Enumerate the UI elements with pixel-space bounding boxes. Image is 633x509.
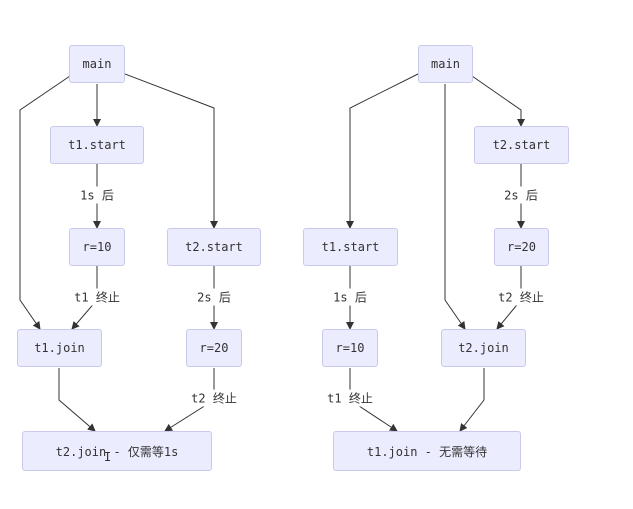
edge-label-2s-left: 2s 后 xyxy=(195,288,233,306)
node-t2-join-left: t2.join - 仅需等1s xyxy=(22,431,212,471)
node-r10-right: r=10 xyxy=(322,329,378,367)
edge-label-t2-end-right: t2 终止 xyxy=(496,288,546,306)
edge-label-1s-left: 1s 后 xyxy=(78,186,116,204)
node-r20-right: r=20 xyxy=(494,228,549,266)
edge-label-1s-right: 1s 后 xyxy=(331,288,369,306)
node-t1-join-left: t1.join xyxy=(17,329,102,367)
node-t1-start-left: t1.start xyxy=(50,126,144,164)
edge-t2join-t1join-right xyxy=(459,368,485,432)
node-r20-left: r=20 xyxy=(186,329,242,367)
edge-main-t2start-left xyxy=(124,73,218,229)
edge-label-t1-end-right: t1 终止 xyxy=(325,389,375,407)
node-t2-start-left: t2.start xyxy=(167,228,261,266)
node-t2-start-right: t2.start xyxy=(474,126,569,164)
edge-label-t2-end-left: t2 终止 xyxy=(189,389,239,407)
edge-main-t2start-right xyxy=(471,75,525,127)
node-t2-join-right: t2.join xyxy=(441,329,526,367)
text-cursor-icon: I xyxy=(104,450,112,464)
edge-main-t1join-left xyxy=(19,75,71,330)
edge-label-t1-end-left: t1 终止 xyxy=(72,288,122,306)
node-t1-join-right: t1.join - 无需等待 xyxy=(333,431,521,471)
node-t1-start-right: t1.start xyxy=(303,228,398,266)
edge-t1join-t2join-left xyxy=(58,368,96,432)
node-main-right: main xyxy=(418,45,473,83)
edge-main-t1start-right xyxy=(346,73,419,229)
edge-label-2s-right: 2s 后 xyxy=(502,186,540,204)
edge-main-t2join-right xyxy=(444,84,466,330)
node-main-left: main xyxy=(69,45,125,83)
node-r10-left: r=10 xyxy=(69,228,125,266)
